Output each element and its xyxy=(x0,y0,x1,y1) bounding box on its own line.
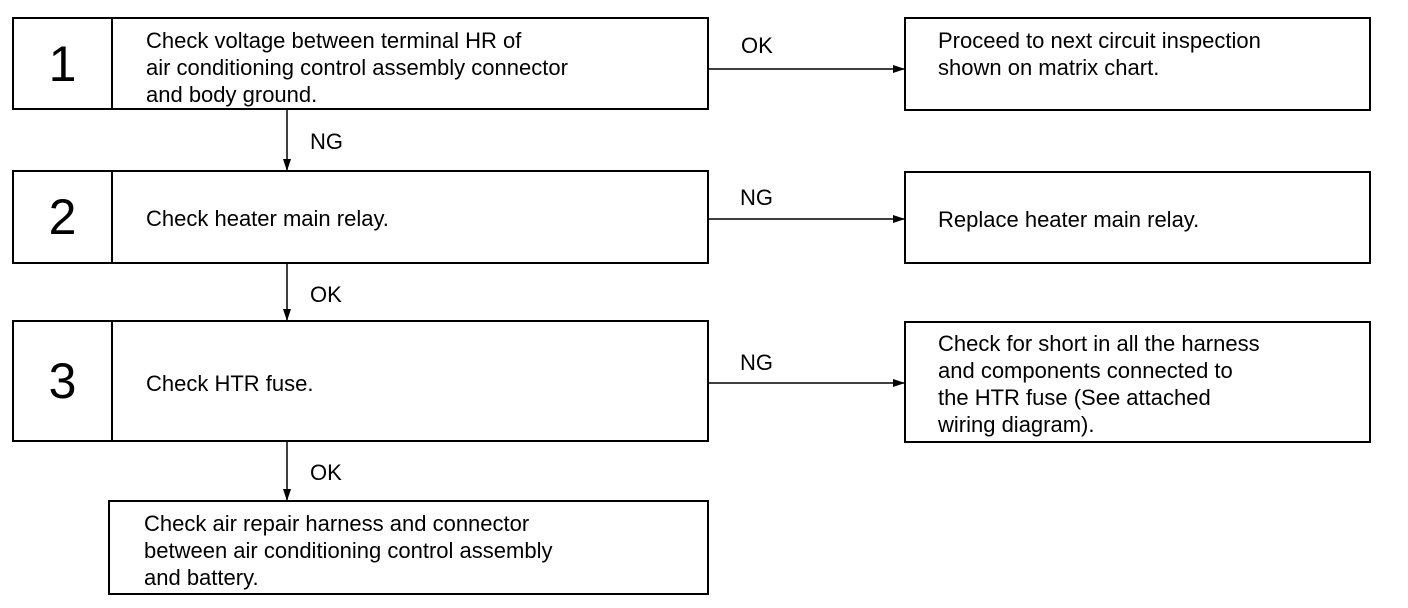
step-2-box: 2 Check heater main relay. xyxy=(12,170,709,264)
result-3-text: Check for short in all the harness and c… xyxy=(938,331,1260,437)
label-step1-ng: NG xyxy=(310,129,343,154)
step-3-box: 3 Check HTR fuse. xyxy=(12,320,709,442)
label-step3-ng: NG xyxy=(740,350,773,375)
step-1-text: Check voltage between terminal HR of air… xyxy=(146,28,568,107)
step-1-number: 1 xyxy=(14,19,113,108)
final-step-text: Check air repair harness and connector b… xyxy=(144,511,553,590)
result-3-box: Check for short in all the harness and c… xyxy=(904,321,1371,443)
label-step2-ok: OK xyxy=(310,282,342,307)
label-step2-ng: NG xyxy=(740,185,773,210)
step-3-number: 3 xyxy=(14,322,113,440)
result-1-text: Proceed to next circuit inspection shown… xyxy=(938,28,1261,80)
label-step3-ok: OK xyxy=(310,460,342,485)
result-2-text: Replace heater main relay. xyxy=(938,207,1200,232)
final-step-box: Check air repair harness and connector b… xyxy=(108,500,709,595)
label-step1-ok: OK xyxy=(741,33,773,58)
result-2-box: Replace heater main relay. xyxy=(904,171,1371,264)
step-2-text: Check heater main relay. xyxy=(146,206,389,231)
step-2-number: 2 xyxy=(14,172,113,262)
result-1-box: Proceed to next circuit inspection shown… xyxy=(904,17,1371,111)
step-1-box: 1 Check voltage between terminal HR of a… xyxy=(12,17,709,110)
step-3-text: Check HTR fuse. xyxy=(146,371,314,396)
